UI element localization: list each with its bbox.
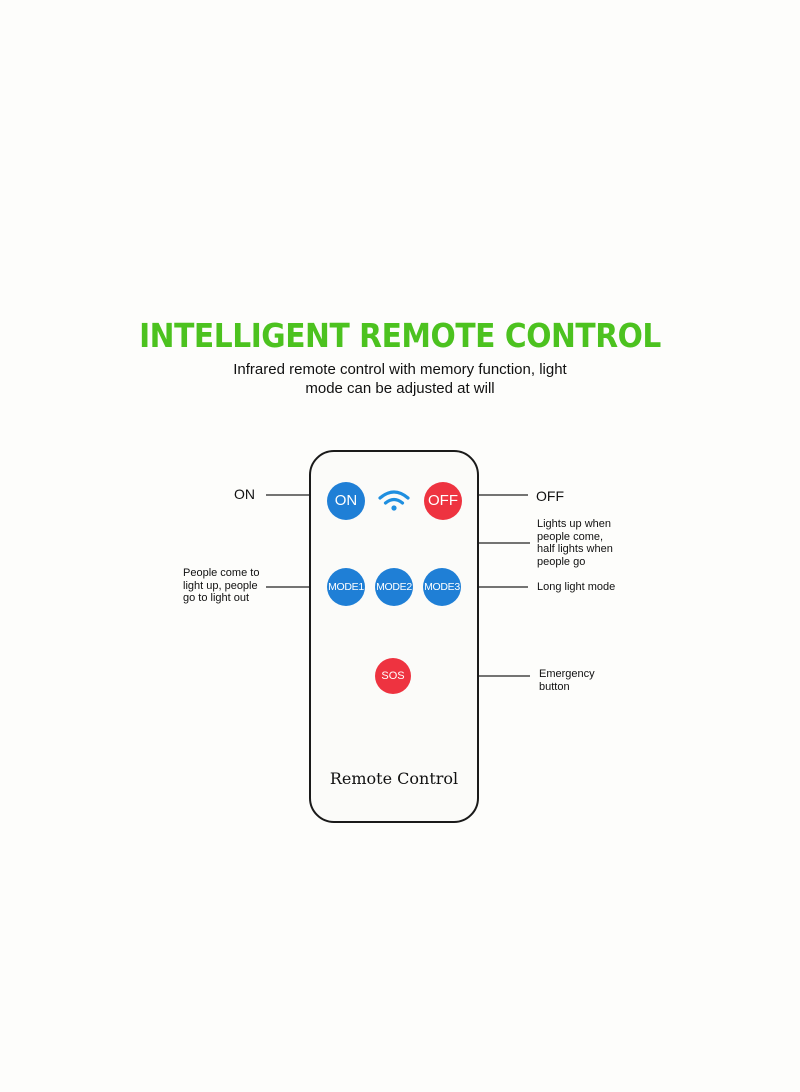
remote-label: Remote Control bbox=[329, 769, 459, 788]
mode2-callout-line-4: people go bbox=[537, 555, 586, 568]
sos-button[interactable]: SOS bbox=[375, 658, 411, 694]
mode2-callout-line-3: half lights when bbox=[537, 543, 613, 555]
off-callout: OFF bbox=[536, 488, 564, 504]
subtitle-line-1: Infrared remote control with memory func… bbox=[233, 361, 567, 378]
wifi-signal-icon bbox=[378, 490, 410, 511]
off-button[interactable]: OFF bbox=[424, 482, 462, 520]
mode1-callout-line-1: People come to bbox=[183, 567, 260, 579]
mode2-button[interactable]: MODE2 bbox=[375, 568, 413, 606]
sos-callout-line-2: button bbox=[539, 680, 570, 693]
mode1-callout-line-3: go to light out bbox=[183, 592, 250, 604]
mode2-callout-line-1: Lights up when bbox=[537, 518, 611, 530]
sos-callout-line-1: Emergency bbox=[539, 668, 595, 680]
page-title: INTELLIGENT REMOTE CONTROL bbox=[139, 316, 661, 355]
mode2-callout-line-2: people come, bbox=[537, 530, 604, 543]
mode1-callout-line-2: light up, people bbox=[183, 579, 258, 592]
sos-callout: Emergency button bbox=[539, 668, 595, 693]
mode2-callout: Lights up when people come, half lights … bbox=[537, 518, 613, 568]
subtitle: Infrared remote control with memory func… bbox=[200, 360, 600, 398]
subtitle-line-2: mode can be adjusted at will bbox=[305, 380, 495, 397]
mode3-button[interactable]: MODE3 bbox=[423, 568, 461, 606]
mode1-callout: People come to light up, people go to li… bbox=[183, 567, 259, 605]
on-callout: ON bbox=[234, 486, 255, 502]
mode3-callout: Long light mode bbox=[537, 581, 616, 593]
on-button[interactable]: ON bbox=[327, 482, 365, 520]
mode1-button[interactable]: MODE1 bbox=[327, 568, 365, 606]
